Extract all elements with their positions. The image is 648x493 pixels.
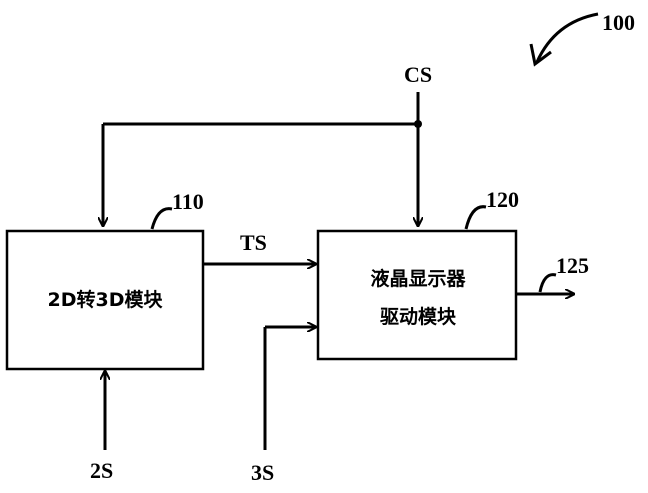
lcd-driver-ref-label: 120 [486,187,519,212]
system-ref-label: 100 [602,10,635,35]
lcd-driver-label-line1: 液晶显示器 [370,267,466,290]
converter-label: 2D转3D模块 [48,288,164,311]
lcd-driver-ref-leader [466,207,486,229]
s2-signal: 2S [90,371,113,483]
output-signal: 125 [516,253,589,294]
lcd-driver-box [318,231,516,359]
output-ref-leader [540,275,556,292]
cs-label: CS [404,62,432,87]
ts-label: TS [240,230,267,255]
cs-signal: CS [103,62,432,226]
s3-label: 3S [251,460,274,485]
lcd-driver-label-line2: 驱动模块 [380,305,457,328]
converter-block: 2D转3D模块 110 [7,189,204,369]
system-reference: 100 [531,10,635,64]
converter-ref-label: 110 [172,189,204,214]
s2-label: 2S [90,458,113,483]
ts-signal: TS [203,230,316,264]
s3-signal: 3S [251,327,316,485]
output-ref-label: 125 [556,253,589,278]
converter-ref-leader [152,209,172,229]
